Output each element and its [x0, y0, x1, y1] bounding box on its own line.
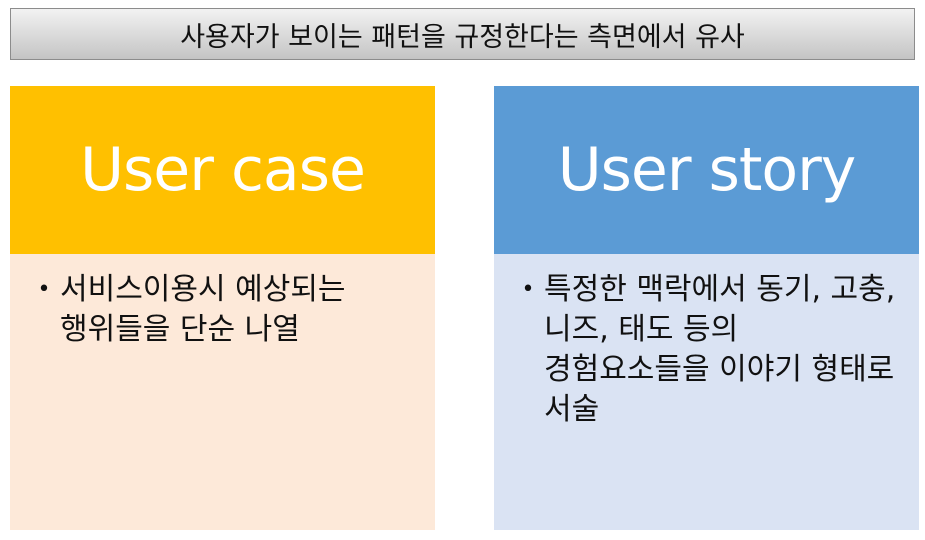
user-case-card: User case • 서비스이용시 예상되는 행위들을 단순 나열 [10, 86, 435, 530]
title-banner: 사용자가 보이는 패턴을 규정한다는 측면에서 유사 [10, 8, 915, 60]
user-story-body: • 특정한 맥락에서 동기, 고충, 니즈, 태도 등의 경험요소들을 이야기 … [494, 254, 919, 530]
user-story-header: User story [494, 86, 919, 254]
user-case-description: 서비스이용시 예상되는 행위들을 단순 나열 [60, 272, 346, 347]
user-story-title: User story [557, 135, 856, 205]
bullet-icon: • [521, 277, 535, 302]
user-case-header: User case [10, 86, 435, 254]
user-case-title: User case [80, 135, 366, 205]
list-item: • 서비스이용시 예상되는 행위들을 단순 나열 [28, 270, 415, 350]
user-story-description: 특정한 맥락에서 동기, 고충, 니즈, 태도 등의 경험요소들을 이야기 형태… [544, 272, 896, 427]
user-story-card: User story • 특정한 맥락에서 동기, 고충, 니즈, 태도 등의 … [494, 86, 919, 530]
list-item: • 특정한 맥락에서 동기, 고충, 니즈, 태도 등의 경험요소들을 이야기 … [512, 270, 899, 430]
bullet-icon: • [37, 277, 51, 302]
user-case-body: • 서비스이용시 예상되는 행위들을 단순 나열 [10, 254, 435, 530]
slide-title: 사용자가 보이는 패턴을 규정한다는 측면에서 유사 [180, 21, 745, 53]
